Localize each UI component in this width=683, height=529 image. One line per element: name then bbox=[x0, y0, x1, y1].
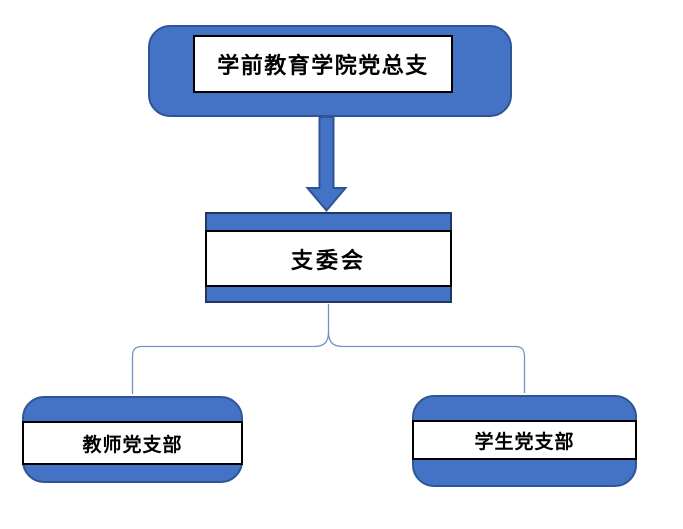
node-teacher-party-branch[interactable]: 教师党支部 bbox=[22, 396, 243, 483]
split-brace-connector[interactable] bbox=[131, 304, 526, 394]
node-student-party-branch-band: 学生党支部 bbox=[412, 420, 637, 460]
node-student-party-branch[interactable]: 学生党支部 bbox=[412, 395, 637, 487]
node-branch-committee-band: 支委会 bbox=[205, 230, 452, 287]
node-branch-committee[interactable]: 支委会 bbox=[205, 212, 452, 303]
node-student-party-branch-label: 学生党支部 bbox=[474, 430, 575, 453]
down-arrow-connector[interactable] bbox=[305, 116, 348, 213]
node-teacher-party-branch-label: 教师党支部 bbox=[82, 433, 183, 456]
node-teacher-party-branch-band: 教师党支部 bbox=[22, 421, 243, 465]
node-party-general-branch-band: 学前教育学院党总支 bbox=[193, 35, 453, 93]
node-party-general-branch-label: 学前教育学院党总支 bbox=[217, 54, 429, 79]
node-branch-committee-label: 支委会 bbox=[290, 248, 366, 274]
node-party-general-branch[interactable]: 学前教育学院党总支 bbox=[148, 25, 512, 117]
